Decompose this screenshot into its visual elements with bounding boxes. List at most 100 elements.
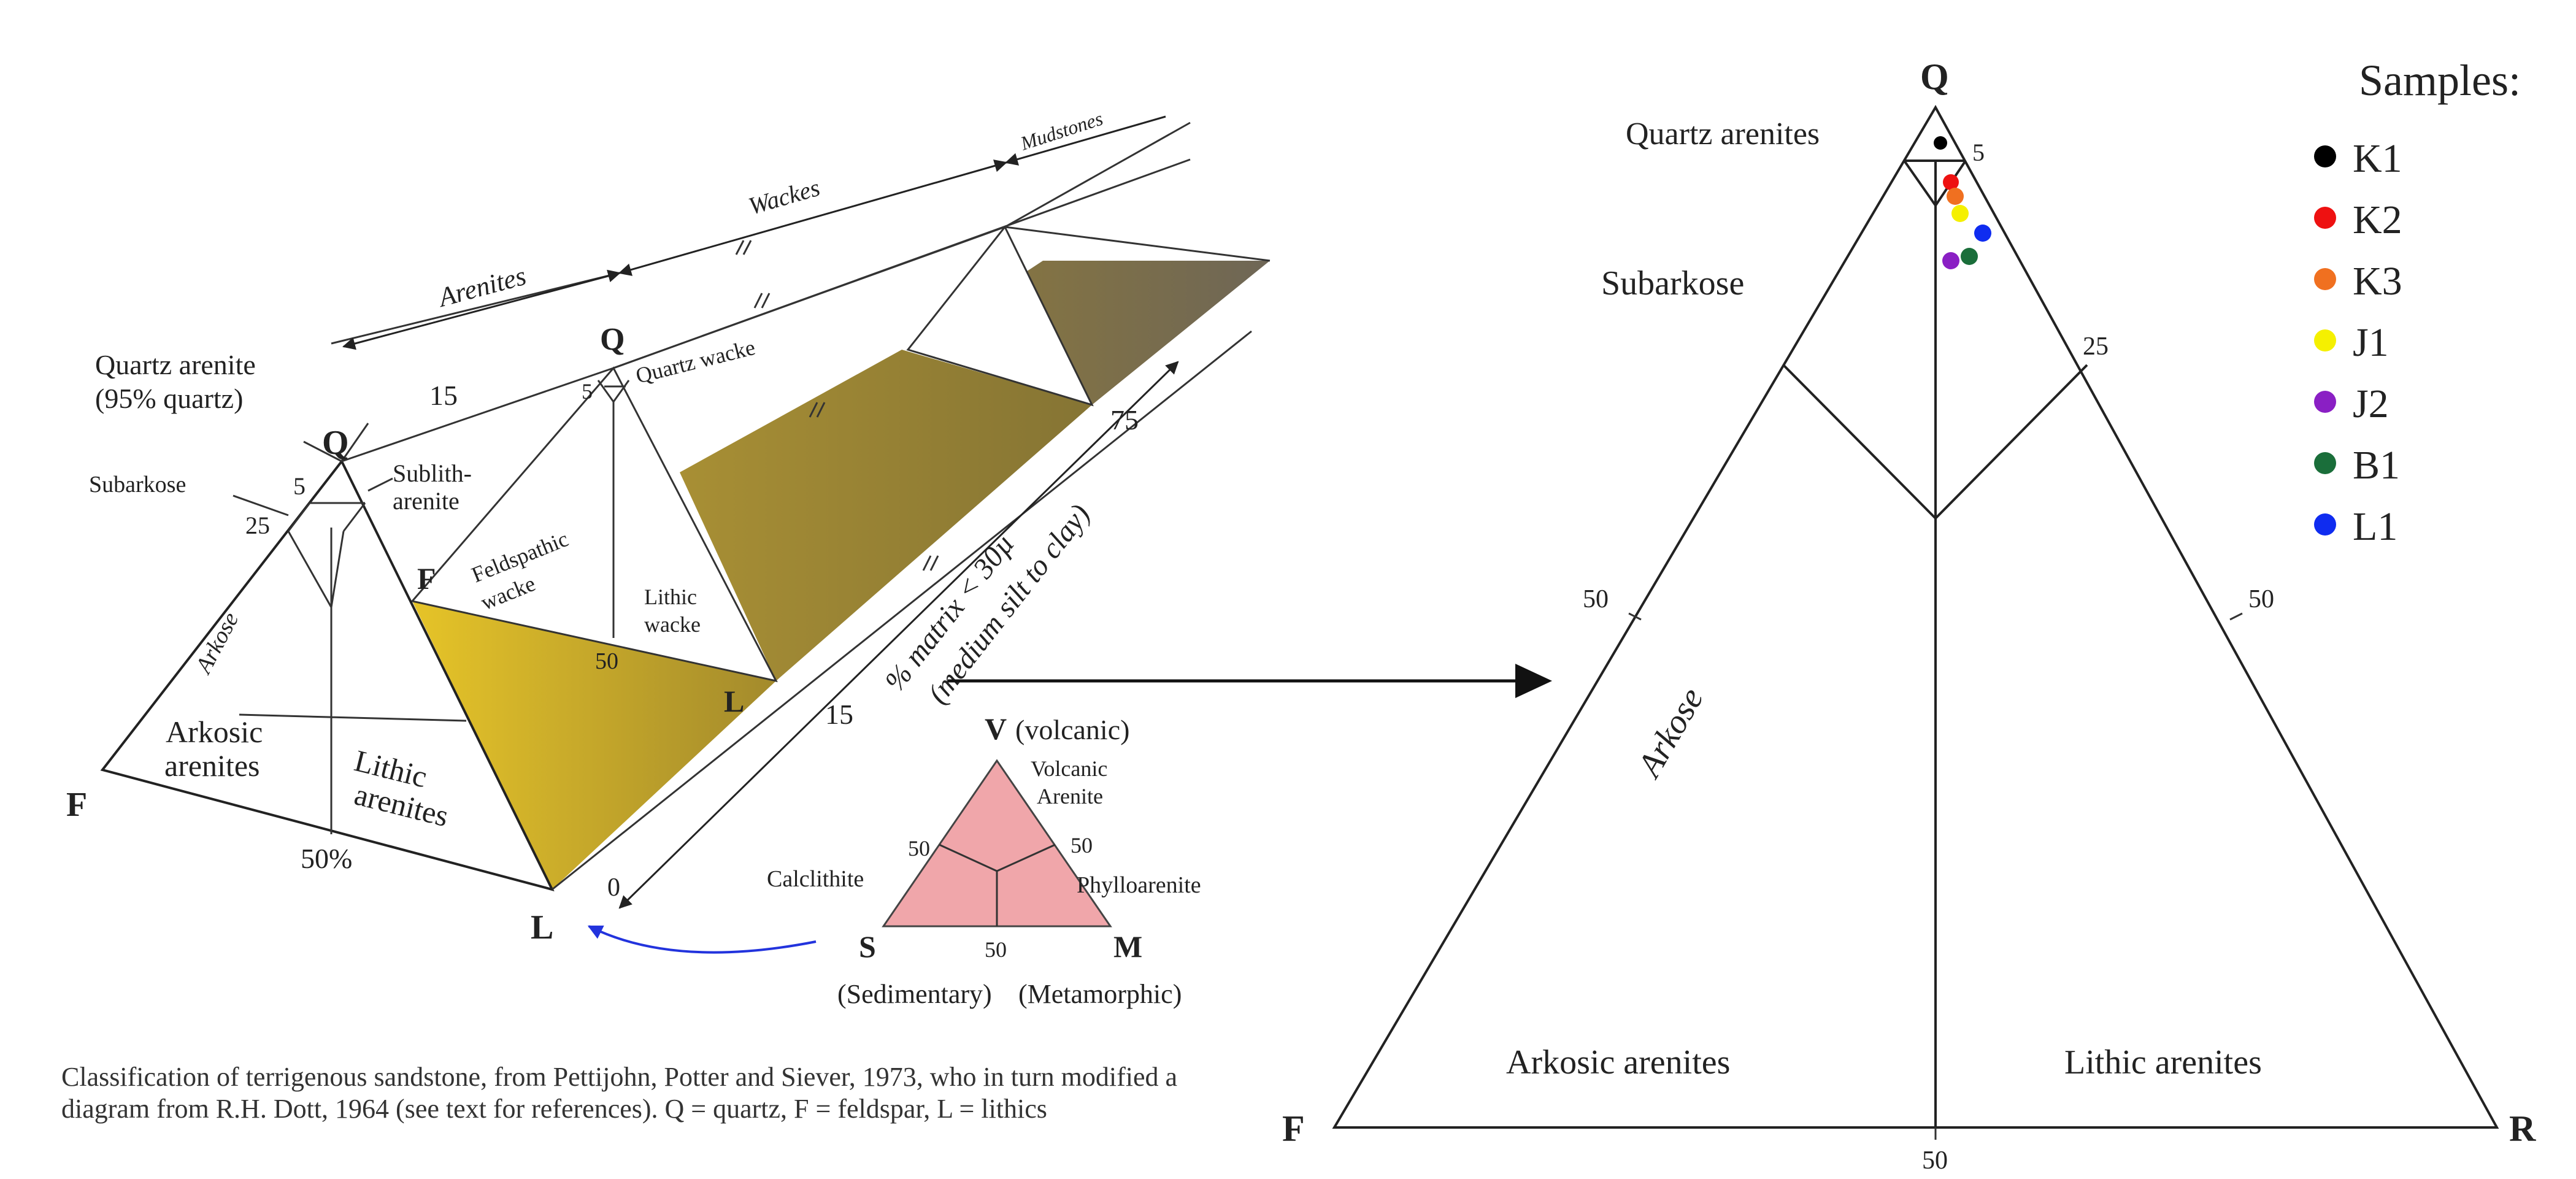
mini-triangle-inner-lines: [939, 843, 1056, 926]
right-apex-q: Q: [1920, 56, 1949, 97]
legend-label-j2: J2: [2353, 382, 2389, 426]
legend-marker-k3: [2314, 268, 2336, 290]
legend-label-k3: K3: [2353, 259, 2402, 304]
legend-label-b1: B1: [2353, 443, 2400, 488]
legend-item: K1: [2314, 136, 2402, 181]
connecting-arrow: [948, 664, 1552, 698]
quartz-wacke-label: Quartz wacke: [633, 335, 758, 388]
wacke-apex-l: L: [724, 684, 744, 718]
quartz-arenites-label: Quartz arenites: [1626, 117, 1820, 152]
subarkose-right-label: Subarkose: [1601, 264, 1744, 302]
blue-arrow: [587, 925, 817, 954]
left-tick-25: 25: [245, 512, 270, 539]
qfr-triangle: [1332, 104, 2499, 1129]
right-tick-50-right: 50: [2248, 585, 2274, 613]
mini-tick-50-left: 50: [908, 836, 930, 861]
right-apex-r: R: [2509, 1108, 2536, 1149]
sample-point-l1: [1974, 225, 1991, 242]
wacke-apex-q: Q: [600, 322, 625, 357]
leader-lines: [233, 440, 393, 517]
matrix-axis-arrow: [618, 361, 1179, 909]
mini-volcanic-label-2: Arenite: [1037, 784, 1103, 808]
mini-apex-v-note: (volcanic): [1015, 714, 1129, 745]
left-apex-f: F: [66, 786, 87, 824]
mini-apex-s: S: [859, 929, 876, 964]
right-tick-25: 25: [2083, 332, 2109, 361]
arenite-inner-lines: [239, 502, 467, 834]
legend-label-l1: L1: [2353, 504, 2397, 549]
legend-marker-j1: [2314, 329, 2336, 351]
lithic-wacke-label-1: Lithic: [644, 585, 697, 609]
wacke-apex-f: F: [417, 561, 436, 596]
legend-label-k1: K1: [2353, 136, 2402, 181]
lithic-wacke-label-2: wacke: [644, 612, 701, 637]
right-tick-50-left: 50: [1583, 585, 1609, 613]
right-apex-f: F: [1282, 1108, 1305, 1149]
subarkose-label: Subarkose: [89, 472, 186, 497]
legend-item: J2: [2314, 382, 2389, 426]
mini-phylloarenite-label: Phylloarenite: [1077, 872, 1201, 898]
wacke-inner-lines: [597, 380, 630, 638]
arenites-arrow: [342, 269, 621, 350]
sample-point-k3: [1947, 188, 1964, 205]
legend-marker-j2: [2314, 391, 2336, 413]
sample-point-k1: [1934, 136, 1947, 150]
legend-label-k2: K2: [2353, 198, 2402, 242]
wackes-label: Wackes: [745, 174, 823, 220]
arenite-triangle: [100, 459, 555, 892]
legend-label-j1: J1: [2353, 320, 2389, 365]
mini-apex-v: V: [985, 712, 1007, 746]
left-tick-5: 5: [293, 472, 306, 500]
sublitharenite-label-1: Sublith-: [393, 459, 472, 487]
mini-tick-50-bottom: 50: [985, 937, 1007, 962]
matrix-tick-15: 15: [825, 699, 853, 730]
mini-volcanic-label-1: Volcanic: [1031, 756, 1107, 781]
wacke-tick-50: 50: [595, 648, 618, 674]
sublitharenite-label-2: arenite: [393, 487, 459, 515]
legend-marker-l1: [2314, 513, 2336, 536]
right-tick-5: 5: [1972, 139, 1985, 166]
legend-item: K2: [2314, 198, 2402, 242]
arkosic-arenites-label-2: arenites: [164, 748, 260, 783]
legend-marker-k1: [2314, 145, 2336, 167]
sample-point-k2: [1943, 174, 1959, 190]
quartz-arenite-label: Quartz arenite: [95, 349, 256, 380]
legend-item: J1: [2314, 320, 2389, 365]
arkosic-arenites-right-label: Arkosic arenites: [1506, 1043, 1730, 1081]
matrix-tick-75: 75: [1110, 404, 1139, 436]
matrix-tick-0: 0: [607, 874, 620, 902]
matrix-tick-15-top: 15: [429, 380, 458, 411]
arenites-label: Arenites: [434, 261, 529, 313]
legend-marker-b1: [2314, 452, 2336, 474]
sample-point-j1: [1951, 205, 1969, 222]
wacke-tick-5: 5: [582, 379, 593, 404]
mudstones-arrow: [1004, 115, 1166, 166]
wackes-arrow: [618, 159, 1008, 276]
sample-point-j2: [1942, 252, 1959, 269]
legend-marker-k2: [2314, 207, 2336, 229]
sample-point-b1: [1961, 248, 1978, 265]
legend-item: K3: [2314, 259, 2402, 304]
left-apex-q: Q: [322, 424, 349, 462]
quartz-arenite-note: (95% quartz): [95, 383, 243, 414]
legend-item: L1: [2314, 504, 2397, 549]
mini-apex-s-note: (Sedimentary): [837, 979, 992, 1009]
lithic-arenites-right-label: Lithic arenites: [2064, 1043, 2262, 1081]
mini-vsm-triangle: V (volcanic) S (Sedimentary) M (Metamorp…: [587, 712, 1201, 1009]
right-ternary-diagram: Q F R Quartz arenites Subarkose Arkose A…: [1282, 56, 2536, 1175]
legend-title: Samples:: [2359, 56, 2521, 105]
figure-caption: Classification of terrigenous sandstone,…: [61, 1062, 1178, 1124]
mini-apex-m-note: (Metamorphic): [1018, 979, 1182, 1009]
mini-calclithite-label: Calclithite: [767, 866, 864, 892]
hash-marks: [735, 240, 939, 571]
qfr-ticks: [1628, 612, 2243, 1140]
arkosic-arenites-label-1: Arkosic: [166, 715, 263, 749]
left-tick-50pct: 50%: [301, 843, 352, 874]
mini-apex-m: M: [1113, 929, 1142, 964]
left-prism-diagram: Q F L Quartz arenite (95% quartz) Subark…: [66, 107, 1271, 947]
samples-legend: Samples: K1 K2 K3 J1 J2 B1 L1: [2314, 56, 2521, 549]
left-apex-l: L: [531, 908, 553, 947]
mini-tick-50-right: 50: [1071, 833, 1093, 858]
right-tick-50-bottom: 50: [1922, 1146, 1948, 1175]
